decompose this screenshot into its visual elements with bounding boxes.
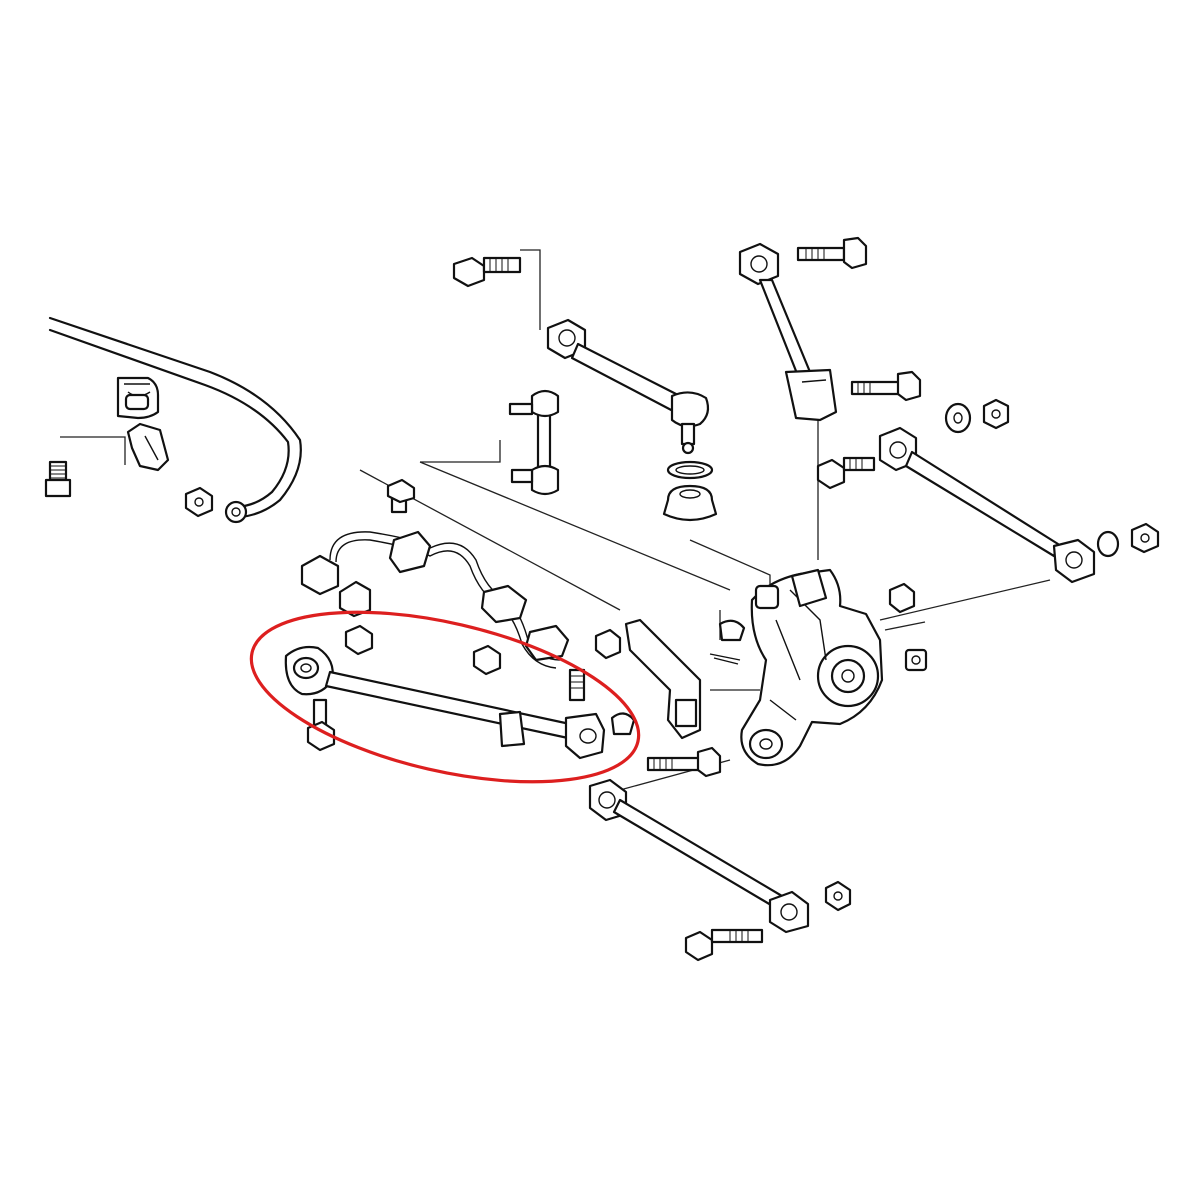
upper-arm-bolt-icon xyxy=(452,256,522,288)
stabilizer-nut-icon xyxy=(184,486,214,518)
lower-arm-washer-icon xyxy=(472,644,502,676)
bracket-nut-icon xyxy=(594,628,622,660)
toe-link-bolt-icon xyxy=(646,746,722,778)
washer-icon xyxy=(944,402,972,434)
cotter-pin-icon xyxy=(709,653,741,665)
compensator-arm xyxy=(738,242,838,422)
abs-sensor-harness xyxy=(300,530,570,669)
lower-arm-nut-icon xyxy=(344,624,374,656)
toe-link-nut-icon xyxy=(824,880,852,912)
trailing-arm-bolt-icon xyxy=(816,456,876,490)
compensator-bolt-icon xyxy=(796,236,868,270)
stabilizer-bar xyxy=(48,316,302,524)
knuckle-nut-icon xyxy=(888,582,916,614)
stabilizer-bracket xyxy=(126,422,170,472)
trailing-arm xyxy=(878,426,1096,584)
ball-joint-boot xyxy=(662,460,718,522)
knuckle-bracket xyxy=(624,618,702,740)
harness-bolt-icon xyxy=(386,478,416,514)
trailing-arm-nut-icon xyxy=(1096,522,1160,558)
hub-nut-icon xyxy=(904,648,928,672)
toe-link-bottom-bolt-icon xyxy=(684,928,764,962)
compensator-mount-bolt-icon xyxy=(850,370,922,402)
harness-clip-icon xyxy=(338,580,372,618)
lower-control-arm xyxy=(284,645,606,760)
nut-icon xyxy=(982,398,1010,430)
stabilizer-link xyxy=(508,389,560,496)
rear-toe-link xyxy=(588,778,810,934)
lower-arm-end-nut-icon xyxy=(610,712,636,736)
lower-arm-inner-bolt-icon xyxy=(568,668,586,702)
knuckle xyxy=(740,568,884,767)
stabilizer-bushing xyxy=(116,376,160,420)
dust-cap-icon xyxy=(718,619,746,642)
bracket-bolt-icon xyxy=(44,460,72,498)
highlight-ellipse xyxy=(249,610,641,784)
upper-arm xyxy=(546,318,710,455)
